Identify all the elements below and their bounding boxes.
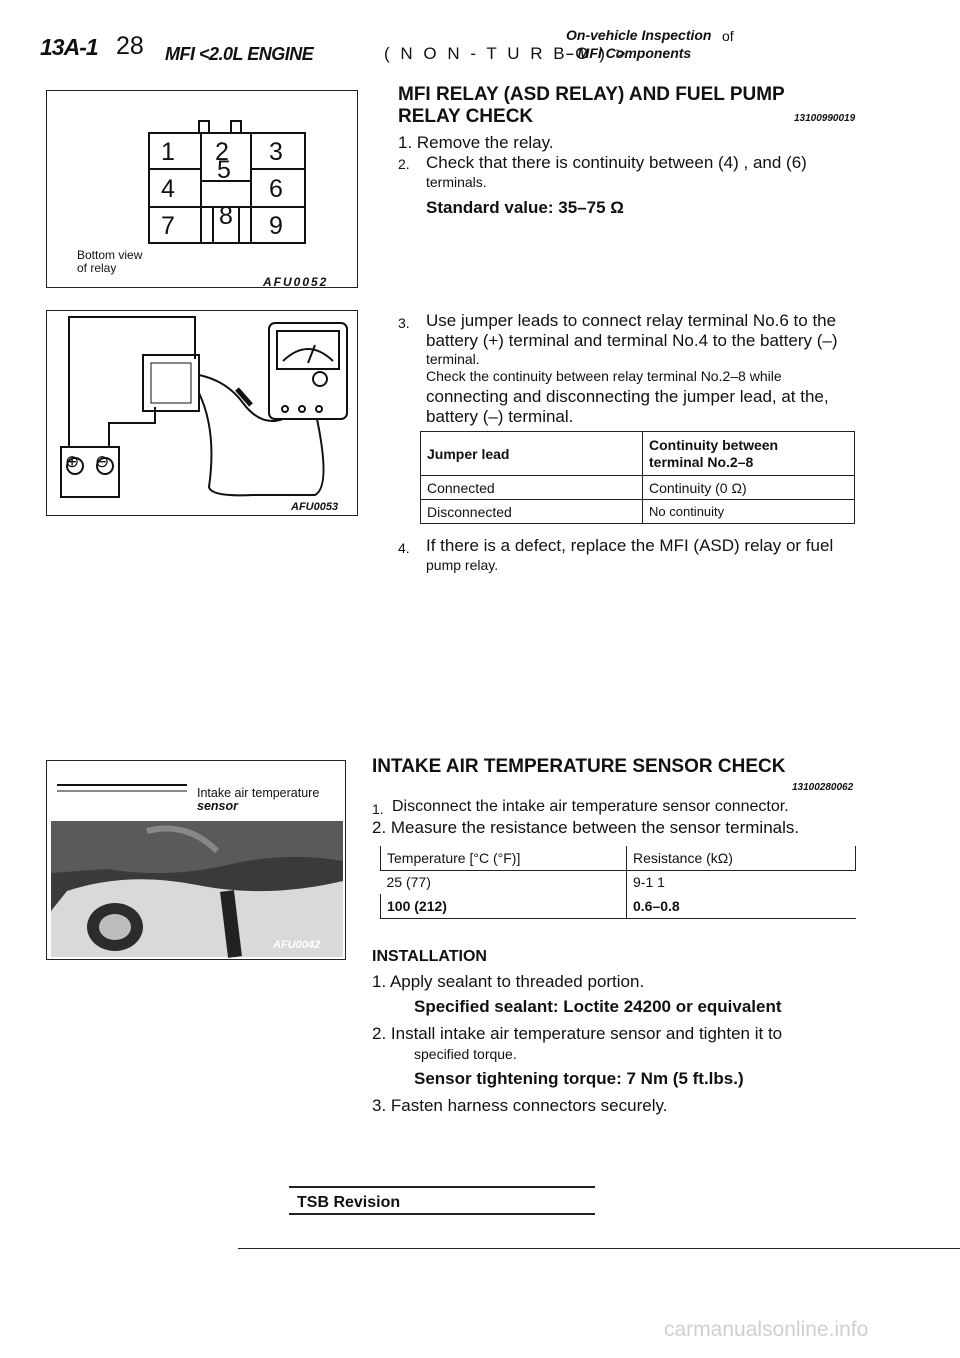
relay-step-3-line5: connecting and disconnecting the jumper …	[426, 387, 829, 406]
relay-step-3-number: 3.	[398, 315, 410, 331]
table-cell-result: Continuity (0 Ω)	[642, 475, 855, 500]
relay-check-title-line1: MFI RELAY (ASD RELAY) AND FUEL PUMP	[398, 84, 785, 105]
pin-5: 5	[217, 156, 231, 184]
relay-step-1: 1. Remove the relay.	[398, 133, 554, 152]
relay-check-ref-code: 13100990019	[794, 113, 856, 124]
installation-step-3: 3. Fasten harness connectors securely.	[372, 1096, 668, 1115]
battery-minus-icon: ⊖	[95, 452, 110, 471]
pin-1: 1	[161, 138, 175, 166]
pin-8: 8	[219, 202, 233, 230]
header-inspection-label: On-vehicle Inspection	[566, 27, 712, 43]
page-number: 28	[116, 32, 144, 60]
header-of-label: of	[722, 28, 734, 44]
table-header-row: Jumper lead Continuity between terminal …	[420, 431, 855, 476]
watermark: carmanualsonline.info	[664, 1318, 869, 1341]
table-row: 100 (212) 0.6–0.8	[380, 894, 856, 919]
relay-test-circuit-diagram	[60, 316, 348, 498]
sensor-step-1-number: 1.	[372, 801, 384, 817]
relay-step-3-line2: battery (+) terminal and terminal No.4 t…	[426, 331, 838, 350]
engine-bay-photo	[51, 784, 343, 958]
figure-sensor-photo: Intake air temperature sensor AFU0042	[46, 760, 346, 960]
relay-step-3-line4: Check the continuity between relay termi…	[426, 368, 782, 384]
pin-7: 7	[161, 212, 175, 240]
table-header-temperature: Temperature [°C (°F)]	[380, 846, 627, 871]
relay-step-2-number: 2.	[398, 156, 410, 172]
installation-torque: Sensor tightening torque: 7 Nm (5 ft.lbs…	[414, 1069, 744, 1088]
page-bottom-rule	[238, 1248, 960, 1249]
installation-sealant: Specified sealant: Loctite 24200 or equi…	[414, 997, 782, 1016]
table-cell-lead: Disconnected	[420, 499, 643, 524]
relay-step-3-line6: battery (–) terminal.	[426, 407, 574, 426]
table-cell-resistance: 0.6–0.8	[626, 894, 856, 919]
relay-step-2-cont: terminals.	[426, 174, 487, 190]
table-header-resistance: Resistance (kΩ)	[626, 846, 856, 871]
pin-2: 2	[215, 138, 229, 166]
table-row: Disconnected No continuity	[420, 499, 855, 524]
sensor-step-2: 2. Measure the resistance between the se…	[372, 818, 800, 837]
tsb-top-rule	[289, 1186, 595, 1188]
installation-step-2-line2: specified torque.	[414, 1046, 517, 1062]
relay-check-title-line2: RELAY CHECK	[398, 106, 534, 127]
table-cell-temperature: 25 (77)	[386, 874, 431, 891]
table-cell-resistance: 9-1 1	[626, 870, 856, 894]
pin-4: 4	[161, 175, 175, 203]
header-components-label: – MFI Components	[566, 45, 692, 61]
figure-code: AFU0042	[273, 939, 321, 951]
sensor-check-ref-code: 13100280062	[792, 782, 854, 793]
battery-plus-icon: ⊕	[65, 452, 80, 471]
figure-code: AFU0053	[291, 501, 339, 513]
tsb-revision-label: TSB Revision	[297, 1194, 401, 1211]
table-header-continuity: Continuity between terminal No.2–8	[642, 431, 855, 476]
tsb-bottom-rule	[289, 1213, 595, 1215]
installation-title: INSTALLATION	[372, 948, 487, 965]
header-nonturbo: ( N O N - T U R B O ) >	[384, 44, 629, 63]
table-row: Connected Continuity (0 Ω)	[420, 475, 855, 500]
installation-step-2-line1: 2. Install intake air temperature sensor…	[372, 1024, 783, 1043]
table-header-row: Temperature [°C (°F)] Resistance (kΩ)	[380, 846, 856, 871]
installation-step-1: 1. Apply sealant to threaded portion.	[372, 972, 645, 991]
sensor-label: Intake air temperature sensor	[197, 786, 320, 813]
table-header-jumper-lead: Jumper lead	[420, 431, 643, 476]
sensor-resistance-table: Temperature [°C (°F)] Resistance (kΩ) 25…	[380, 846, 856, 919]
relay-step-4-line2: pump relay.	[426, 557, 499, 573]
relay-step-3-line1: Use jumper leads to connect relay termin…	[426, 311, 837, 330]
table-row: 25 (77) 9-1 1	[381, 870, 856, 894]
relay-step-4-line1: If there is a defect, replace the MFI (A…	[426, 536, 834, 555]
relay-view-caption: Bottom view of relay	[77, 248, 143, 275]
figure-relay-bottom-view: 1 2 3 4 5 6 7 8 9 Bottom view of relay A…	[46, 90, 358, 289]
figure-relay-test-circuit: ⊕ ⊖ AFU0053	[46, 310, 358, 516]
relay-step-3-line3: terminal.	[426, 351, 480, 367]
section-number: 13A-1	[40, 34, 99, 60]
relay-continuity-table: Jumper lead Continuity between terminal …	[420, 431, 855, 524]
relay-standard-value: Standard value: 35–75 Ω	[426, 198, 624, 217]
pin-9: 9	[269, 212, 283, 240]
pin-6: 6	[269, 175, 283, 203]
sensor-check-title: INTAKE AIR TEMPERATURE SENSOR CHECK	[372, 756, 786, 777]
relay-step-2: Check that there is continuity between (…	[426, 153, 807, 172]
pin-3: 3	[269, 138, 283, 166]
table-cell-temperature: 100 (212)	[380, 894, 627, 919]
relay-pin-diagram	[148, 120, 306, 244]
relay-step-4-number: 4.	[398, 540, 410, 556]
sensor-step-1: Disconnect the intake air temperature se…	[392, 798, 789, 815]
table-cell-lead: Connected	[420, 475, 643, 500]
header-engine-title: MFI <2.0L ENGINE	[165, 44, 314, 64]
figure-code: AFU0052	[263, 275, 329, 289]
table-cell-result: No continuity	[642, 499, 855, 524]
